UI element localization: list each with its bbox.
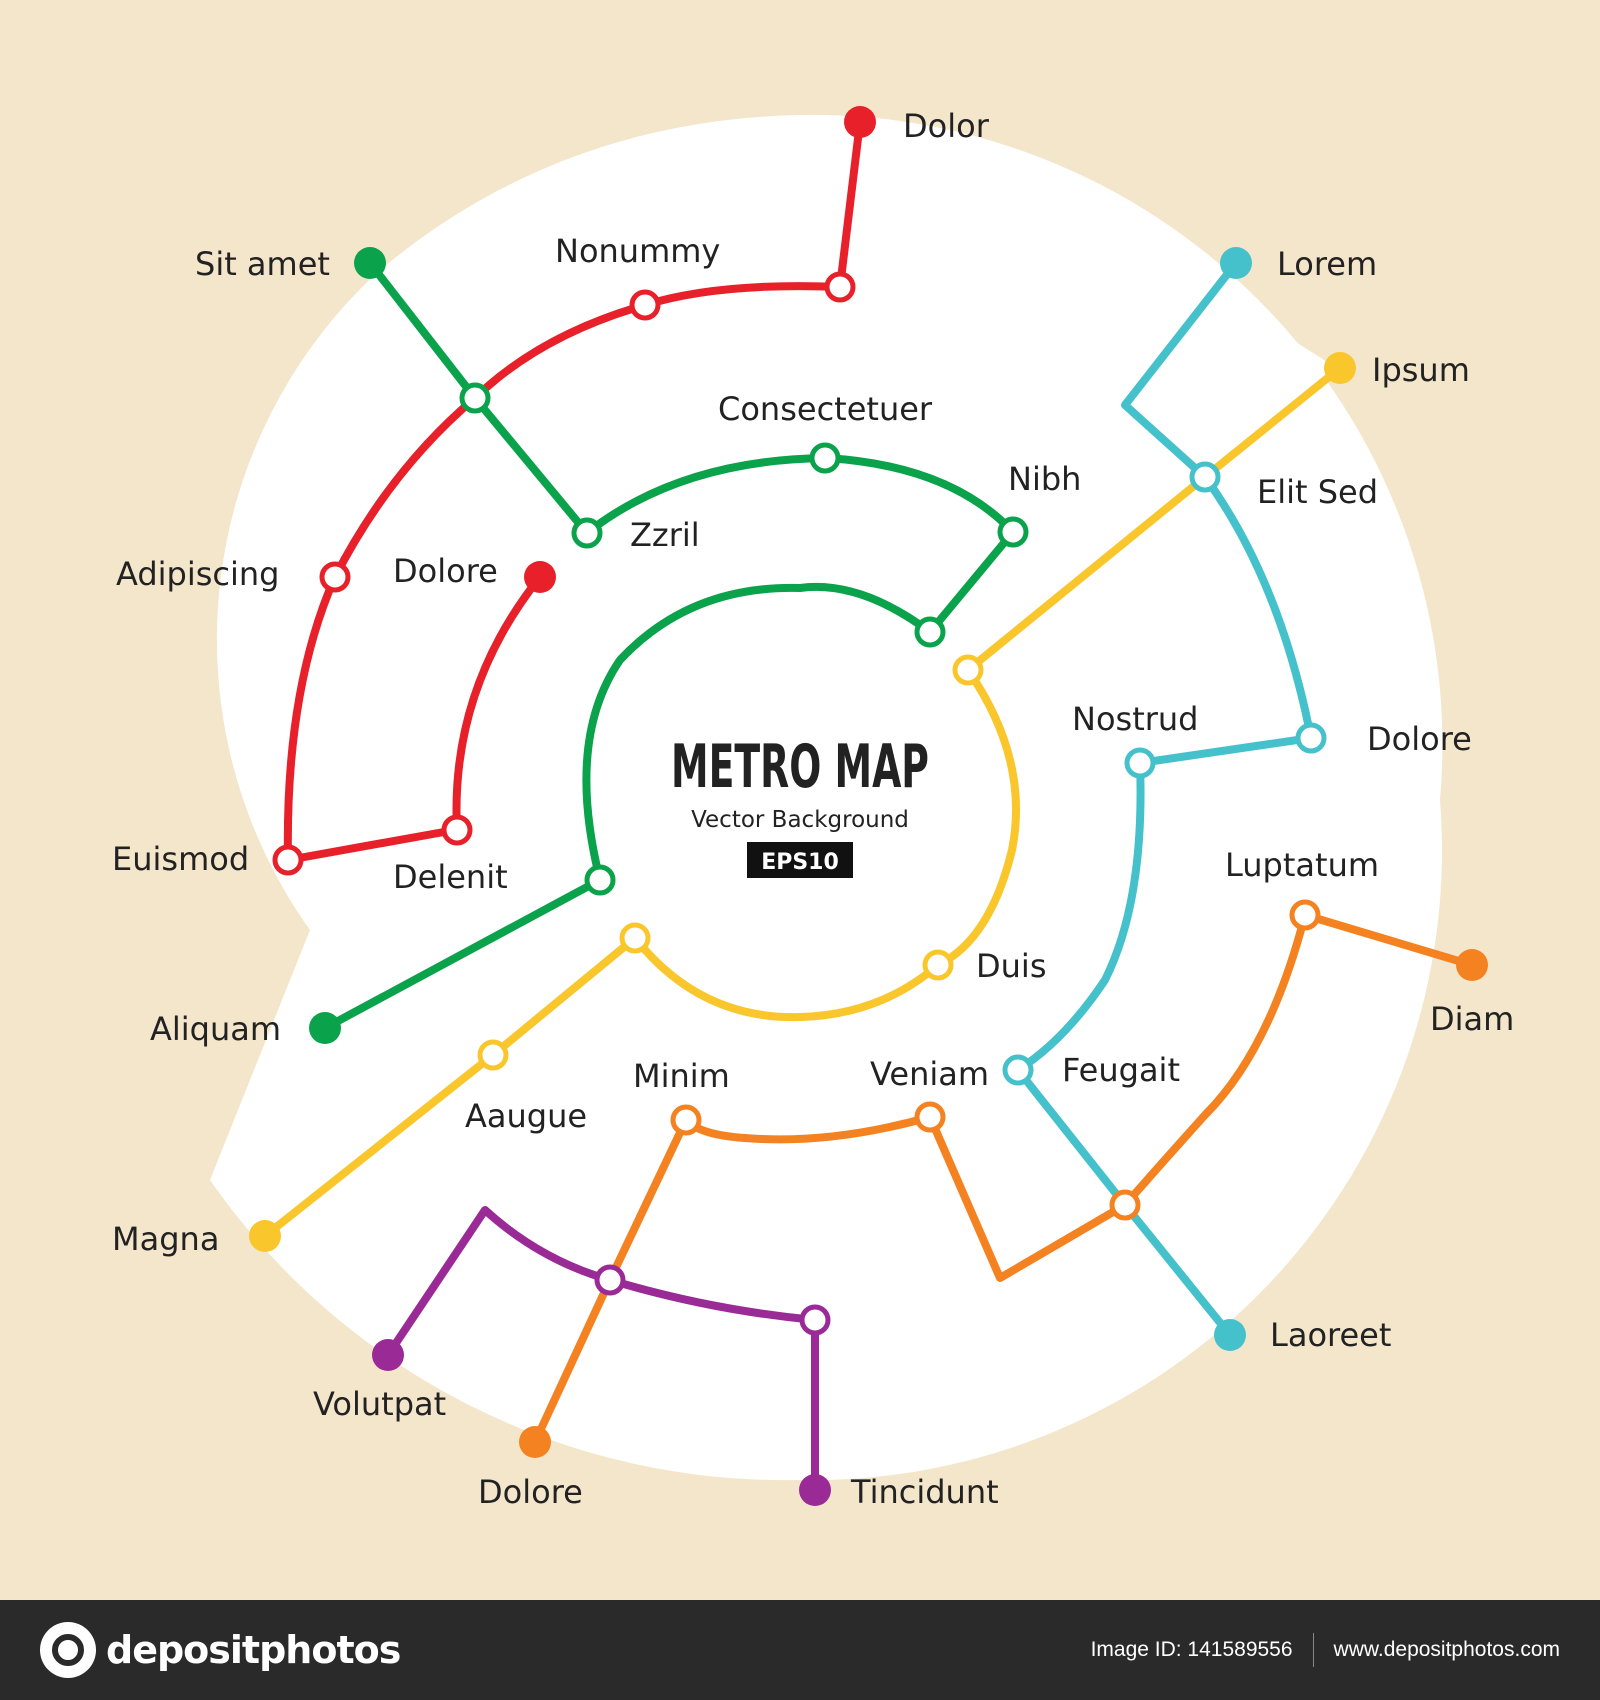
- line-red-outer-arc: [283, 282, 844, 864]
- label-zzril: Zzril: [630, 516, 700, 554]
- label-consectetuer: Consectetuer: [718, 390, 933, 428]
- depositphotos-logo[interactable]: depositphotos: [40, 1620, 401, 1680]
- station-dolor-junction[interactable]: [824, 271, 856, 303]
- station-dot-diam[interactable]: [1456, 949, 1488, 981]
- station-green-inner[interactable]: [914, 616, 946, 648]
- map-title: METRO MAP: [671, 732, 929, 802]
- station-minim[interactable]: [670, 1104, 702, 1136]
- line-red-inner: [452, 573, 544, 834]
- label-laoreet: Laoreet: [1270, 1316, 1391, 1354]
- label-dolor: Dolor: [903, 107, 990, 145]
- label-minim: Minim: [633, 1057, 730, 1095]
- label-euismod: Euismod: [112, 840, 249, 878]
- station-dot-dolor[interactable]: [844, 106, 876, 138]
- label-volutpat: Volutpat: [313, 1385, 446, 1423]
- line-cyan-arc: [1014, 473, 1315, 1339]
- station-dot-dolore-bottom[interactable]: [519, 1426, 551, 1458]
- label-veniam: Veniam: [870, 1055, 989, 1093]
- label-nibh: Nibh: [1008, 460, 1081, 498]
- station-interchange-orange-cyan[interactable]: [1109, 1189, 1141, 1221]
- station-zzril[interactable]: [571, 517, 603, 549]
- label-ipsum: Ipsum: [1372, 351, 1470, 389]
- station-dot-lorem[interactable]: [1220, 247, 1252, 279]
- station-dot-sit-amet[interactable]: [354, 247, 386, 279]
- station-euismod[interactable]: [272, 844, 304, 876]
- label-magna: Magna: [112, 1220, 219, 1258]
- footer-info: Image ID: 141589556 www.depositphotos.co…: [1091, 1630, 1560, 1670]
- station-dot-ipsum[interactable]: [1324, 352, 1356, 384]
- station-interchange-red-green[interactable]: [459, 382, 491, 414]
- label-sit-amet: Sit amet: [195, 245, 330, 283]
- label-aaugue: Aaugue: [465, 1097, 587, 1135]
- footer-bar: depositphotos Image ID: 141589556 www.de…: [0, 1600, 1600, 1700]
- label-aliquam: Aliquam: [150, 1010, 281, 1048]
- footer-divider: [1312, 1633, 1314, 1667]
- station-yellow-left[interactable]: [619, 922, 651, 954]
- metro-map: Dolor Nonummy Sit amet Lorem Ipsum Conse…: [112, 106, 1514, 1511]
- label-dolore-right: Dolore: [1367, 720, 1472, 758]
- eps-badge-text: EPS10: [761, 850, 839, 875]
- station-adipiscing[interactable]: [319, 561, 351, 593]
- station-dot-dolore-inner[interactable]: [524, 561, 556, 593]
- station-yellow-inner[interactable]: [952, 654, 984, 686]
- line-cyan-top: [1121, 259, 1240, 481]
- label-diam: Diam: [1430, 1000, 1514, 1038]
- image-id: Image ID: 141589556: [1090, 1638, 1293, 1661]
- eps-badge: [747, 842, 853, 878]
- label-duis: Duis: [976, 947, 1046, 985]
- label-elit-sed: Elit Sed: [1257, 473, 1378, 511]
- station-elit-sed[interactable]: [1189, 461, 1221, 493]
- label-nonummy: Nonummy: [555, 232, 720, 270]
- label-dolore-inner: Dolore: [393, 552, 498, 590]
- label-delenit: Delenit: [393, 858, 508, 896]
- line-green-inner: [321, 582, 934, 1032]
- station-aaugue[interactable]: [477, 1039, 509, 1071]
- station-dot-magna[interactable]: [249, 1220, 281, 1252]
- station-green-left[interactable]: [584, 864, 616, 896]
- station-duis[interactable]: [922, 949, 954, 981]
- station-dot-tincidunt[interactable]: [799, 1474, 831, 1506]
- station-nibh[interactable]: [997, 516, 1029, 548]
- station-interchange-orange-purple[interactable]: [594, 1264, 626, 1296]
- map-disk-tail-top: [1150, 250, 1340, 420]
- label-feugait: Feugait: [1062, 1051, 1180, 1089]
- line-orange-right: [1301, 911, 1476, 969]
- label-lorem: Lorem: [1277, 245, 1377, 283]
- station-veniam[interactable]: [914, 1101, 946, 1133]
- station-dot-volutpat[interactable]: [372, 1339, 404, 1371]
- station-dot-aliquam[interactable]: [309, 1012, 341, 1044]
- station-luptatum[interactable]: [1289, 899, 1321, 931]
- station-nonummy[interactable]: [629, 289, 661, 321]
- line-red-outer: [836, 118, 864, 291]
- station-consectetuer[interactable]: [809, 442, 841, 474]
- website-link[interactable]: www.depositphotos.com: [1333, 1638, 1560, 1661]
- label-adipiscing: Adipiscing: [116, 555, 279, 593]
- label-tincidunt: Tincidunt: [850, 1473, 999, 1511]
- station-delenit[interactable]: [441, 814, 473, 846]
- label-dolore-bottom: Dolore: [478, 1473, 583, 1511]
- station-feugait[interactable]: [1002, 1054, 1034, 1086]
- label-nostrud: Nostrud: [1072, 700, 1198, 738]
- map-subtitle: Vector Background: [691, 807, 909, 833]
- station-purple-right[interactable]: [799, 1304, 831, 1336]
- camera-icon: [40, 1622, 96, 1678]
- logo-text: depositphotos: [106, 1628, 401, 1672]
- station-nostrud[interactable]: [1124, 747, 1156, 779]
- label-luptatum: Luptatum: [1225, 846, 1379, 884]
- station-dot-laoreet[interactable]: [1214, 1319, 1246, 1351]
- station-dolore-right[interactable]: [1295, 722, 1327, 754]
